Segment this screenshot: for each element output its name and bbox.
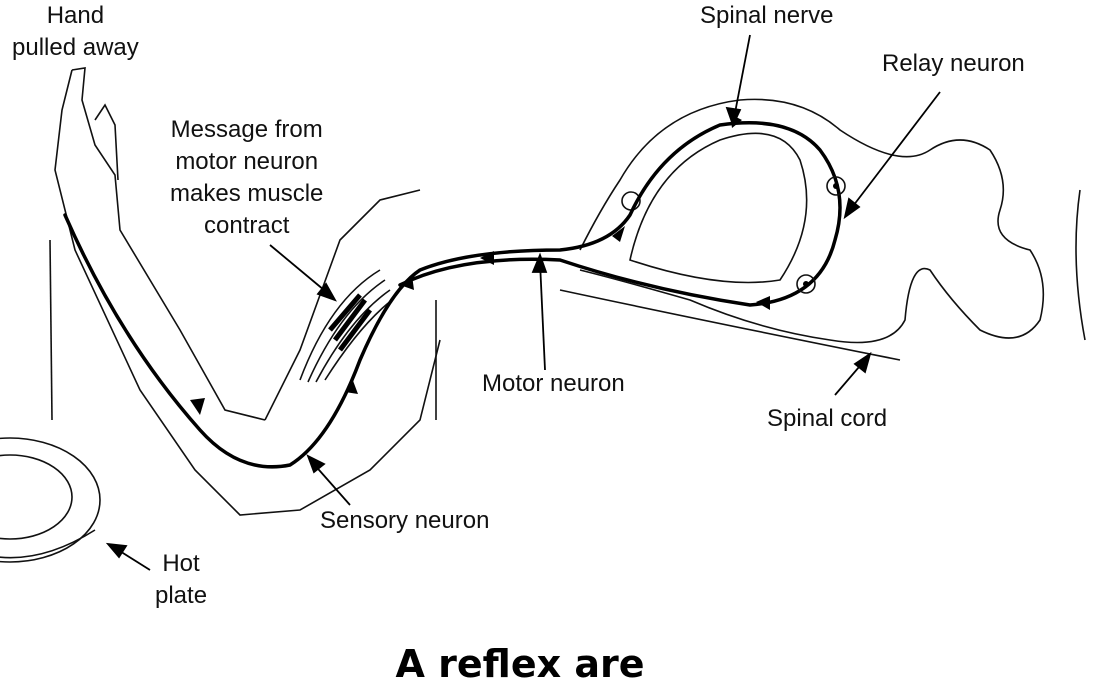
label-spinal-nerve: Spinal nerve: [700, 2, 834, 29]
label-sensory-neuron: Sensory neuron: [320, 507, 490, 534]
spinal-cord-outline: [559, 98, 1086, 361]
label-relay-neuron: Relay neuron: [882, 50, 1025, 77]
label-hand-pulled-away: Hand pulled away: [12, 2, 139, 61]
label-pointers: [105, 34, 941, 571]
label-motor-neuron: Motor neuron: [482, 370, 625, 397]
neural-pathway: [63, 114, 846, 469]
reflex-nerve-path: [63, 121, 842, 469]
muscle-drawing: [299, 269, 393, 383]
label-message-motor-neuron: Message from motor neuron makes muscle c…: [170, 116, 324, 239]
hot-plate-drawing: [0, 437, 101, 563]
label-spinal-cord: Spinal cord: [767, 405, 888, 432]
arm-outline: [49, 67, 441, 516]
label-hot-plate: Hot plate: [155, 550, 208, 609]
caption: A reflex are: [395, 642, 645, 686]
